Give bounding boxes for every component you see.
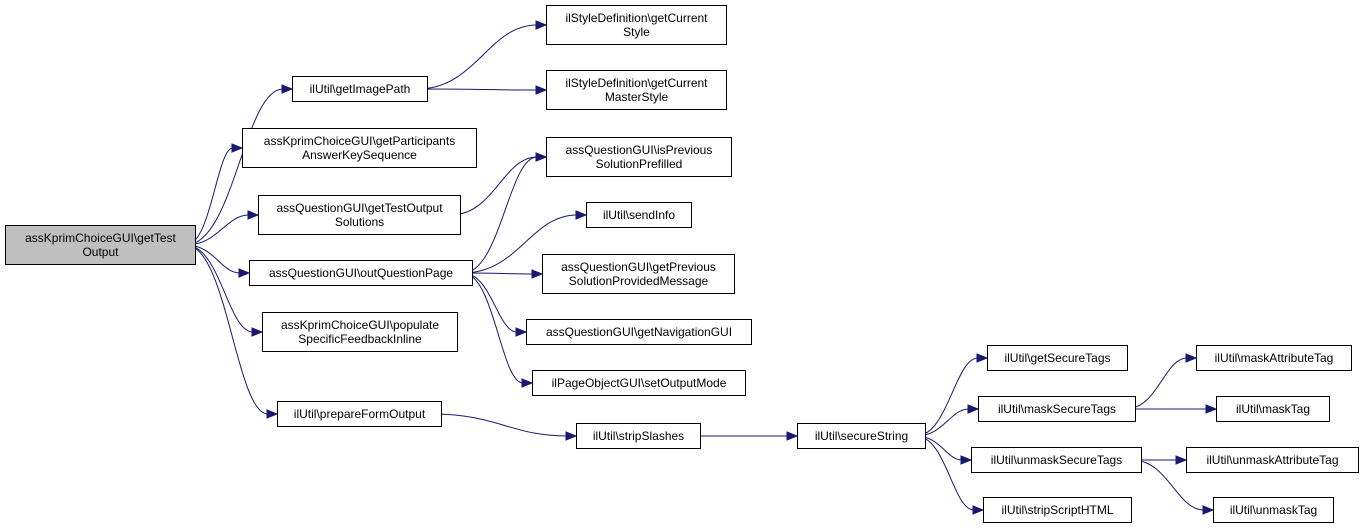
- arrowhead-isPreviousSolutionPrefilled: [535, 152, 548, 162]
- arrowhead-prepareFormOutput: [266, 409, 279, 419]
- node-stripScriptHTML[interactable]: ilUtil\stripScriptHTML: [983, 497, 1132, 523]
- arrowhead-unmaskTag: [1202, 505, 1215, 515]
- arrowhead-populateSpecificFeedbackInline: [251, 327, 264, 337]
- edge-prepareFormOutput-to-stripSlashes: [431, 413, 568, 437]
- node-stripSlashes[interactable]: ilUtil\stripSlashes: [576, 423, 701, 449]
- node-getTestOutput: assKprimChoiceGUI\getTest Output: [5, 225, 196, 265]
- node-getCurrentMasterStyle[interactable]: ilStyleDefinition\getCurrent MasterStyle: [546, 70, 727, 110]
- edge-outQuestionPage-to-sendInfo: [462, 214, 578, 274]
- arrowhead-getNavigationGUI: [515, 327, 528, 337]
- node-maskSecureTags[interactable]: ilUtil\maskSecureTags: [978, 396, 1136, 422]
- arrowhead-outQuestionPage: [238, 268, 251, 278]
- arrowhead-sendInfo: [575, 210, 588, 220]
- edge-getTestOutput-to-populateSpecificFeedbackInline: [185, 244, 254, 333]
- arrowhead-stripSlashes: [565, 431, 578, 441]
- edge-getTestOutputSolutions-to-isPreviousSolutionPrefilled: [450, 156, 538, 216]
- arrowhead-getImagePath: [281, 84, 294, 94]
- node-getCurrentStyle[interactable]: ilStyleDefinition\getCurrent Style: [546, 5, 727, 45]
- node-populateSpecificFeedbackInline[interactable]: assKprimChoiceGUI\populate SpecificFeedb…: [262, 312, 458, 352]
- edge-getImagePath-to-getCurrentStyle: [417, 24, 538, 90]
- node-unmaskTag[interactable]: ilUtil\unmaskTag: [1213, 497, 1334, 523]
- arrowhead-maskSecureTags: [967, 404, 980, 414]
- arrowhead-setOutputMode: [521, 378, 534, 388]
- edge-outQuestionPage-to-getPreviousSolutionProvidedMessage: [462, 272, 534, 275]
- node-setOutputMode[interactable]: ilPageObjectGUI\setOutputMode: [532, 370, 746, 396]
- node-sendInfo[interactable]: ilUtil\sendInfo: [586, 202, 692, 228]
- arrowhead-getCurrentMasterStyle: [535, 85, 548, 95]
- arrowhead-stripScriptHTML: [972, 505, 985, 515]
- arrowhead-maskTag: [1205, 404, 1218, 414]
- arrowhead-unmaskSecureTags: [960, 455, 973, 465]
- arrowhead-getParticipantsAnswerKeySequence: [231, 143, 244, 153]
- node-getNavigationGUI[interactable]: assQuestionGUI\getNavigationGUI: [526, 319, 752, 345]
- arrowhead-getSecureTags: [976, 353, 989, 363]
- edge-outQuestionPage-to-setOutputMode: [462, 272, 524, 384]
- node-getImagePath[interactable]: ilUtil\getImagePath: [292, 76, 428, 102]
- node-maskAttributeTag[interactable]: ilUtil\maskAttributeTag: [1196, 345, 1352, 371]
- edge-outQuestionPage-to-isPreviousSolutionPrefilled: [462, 156, 538, 274]
- arrowhead-getTestOutputSolutions: [247, 210, 260, 220]
- node-unmaskSecureTags[interactable]: ilUtil\unmaskSecureTags: [971, 447, 1142, 473]
- edge-getTestOutput-to-prepareFormOutput: [185, 244, 269, 415]
- arrowhead-getPreviousSolutionProvidedMessage: [531, 269, 544, 279]
- arrowhead-unmaskAttributeTag: [1175, 455, 1188, 465]
- node-getTestOutputSolutions[interactable]: assQuestionGUI\getTestOutput Solutions: [258, 195, 461, 235]
- node-getPreviousSolutionProvidedMessage[interactable]: assQuestionGUI\getPrevious SolutionProvi…: [542, 254, 735, 294]
- node-getSecureTags[interactable]: ilUtil\getSecureTags: [987, 345, 1128, 371]
- edge-unmaskSecureTags-to-unmaskTag: [1131, 459, 1205, 511]
- node-secureString[interactable]: ilUtil\secureString: [797, 423, 926, 449]
- node-outQuestionPage[interactable]: assQuestionGUI\outQuestionPage: [249, 260, 473, 286]
- node-getParticipantsAnswerKeySequence[interactable]: assKprimChoiceGUI\getParticipants Answer…: [242, 128, 477, 168]
- node-maskTag[interactable]: ilUtil\maskTag: [1216, 396, 1330, 422]
- edge-getImagePath-to-getCurrentMasterStyle: [417, 88, 538, 91]
- node-isPreviousSolutionPrefilled[interactable]: assQuestionGUI\isPrevious SolutionPrefil…: [546, 137, 732, 177]
- node-unmaskAttributeTag[interactable]: ilUtil\unmaskAttributeTag: [1186, 447, 1359, 473]
- arrowhead-maskAttributeTag: [1185, 353, 1198, 363]
- node-prepareFormOutput[interactable]: ilUtil\prepareFormOutput: [277, 401, 442, 427]
- arrowhead-secureString: [786, 431, 799, 441]
- arrowhead-getCurrentStyle: [535, 20, 548, 30]
- edge-getTestOutput-to-getImagePath: [185, 88, 284, 246]
